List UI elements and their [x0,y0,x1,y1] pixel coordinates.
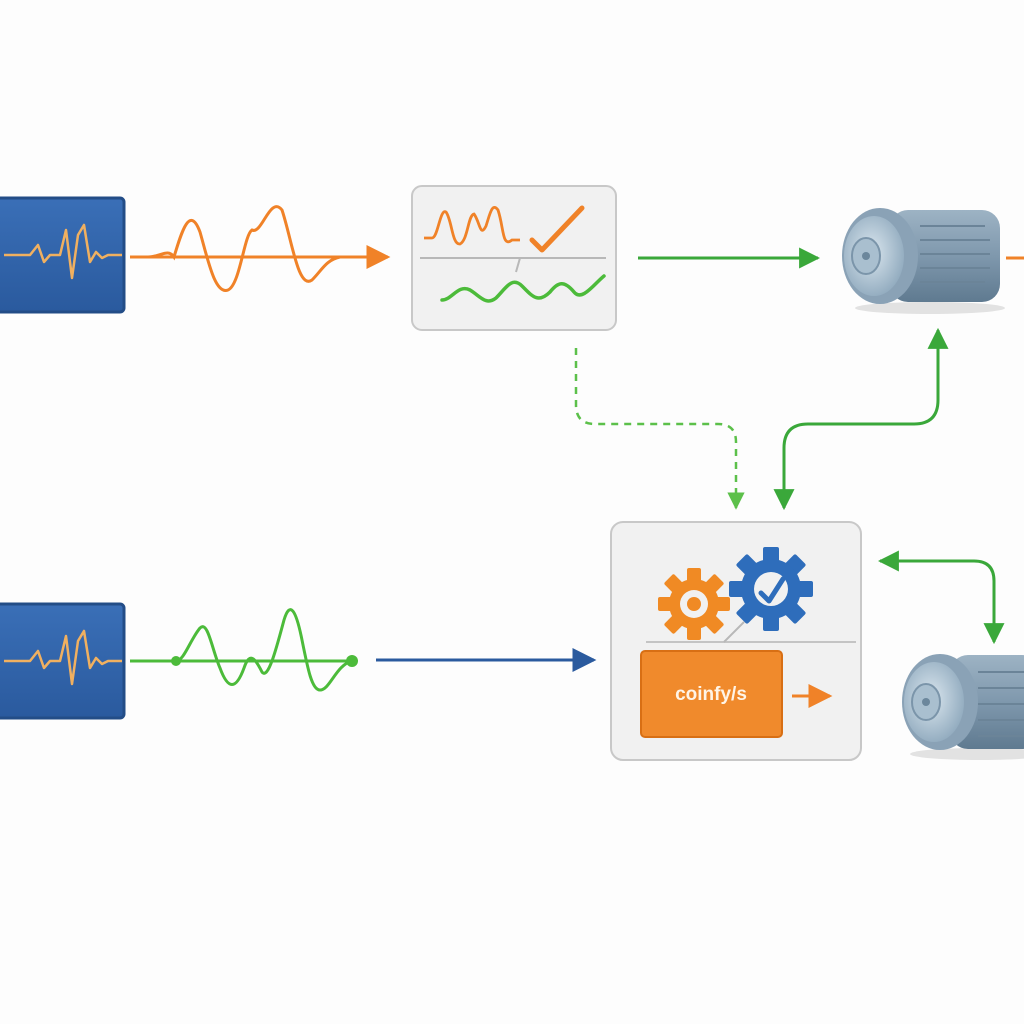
sensor-2 [0,602,126,720]
processor-green-wave [440,274,606,303]
controller-motor1-link [773,327,949,511]
sensor-1 [0,196,126,314]
waveform-icon [4,629,122,686]
processor-orange-wave [424,206,520,246]
green-signal-wave [174,608,354,692]
controller-box [640,650,783,738]
orange-signal-connector [130,205,391,292]
green-signal-connector [130,608,358,692]
blue-gear-icon [729,547,813,631]
check-icon [529,205,585,253]
orange-signal-wave [146,205,342,292]
orange-gear-icon [658,568,730,640]
waveform-icon [4,223,122,280]
signal-processor-panel [411,185,617,331]
motor-1 [842,208,1024,314]
processor-to-controller-dashed [574,348,745,510]
controller-panel: coinfy/s [610,521,862,761]
controller-motor2-link [877,550,1005,645]
controller-label: coinfy/s [675,684,747,705]
motor-2 [902,654,1024,760]
